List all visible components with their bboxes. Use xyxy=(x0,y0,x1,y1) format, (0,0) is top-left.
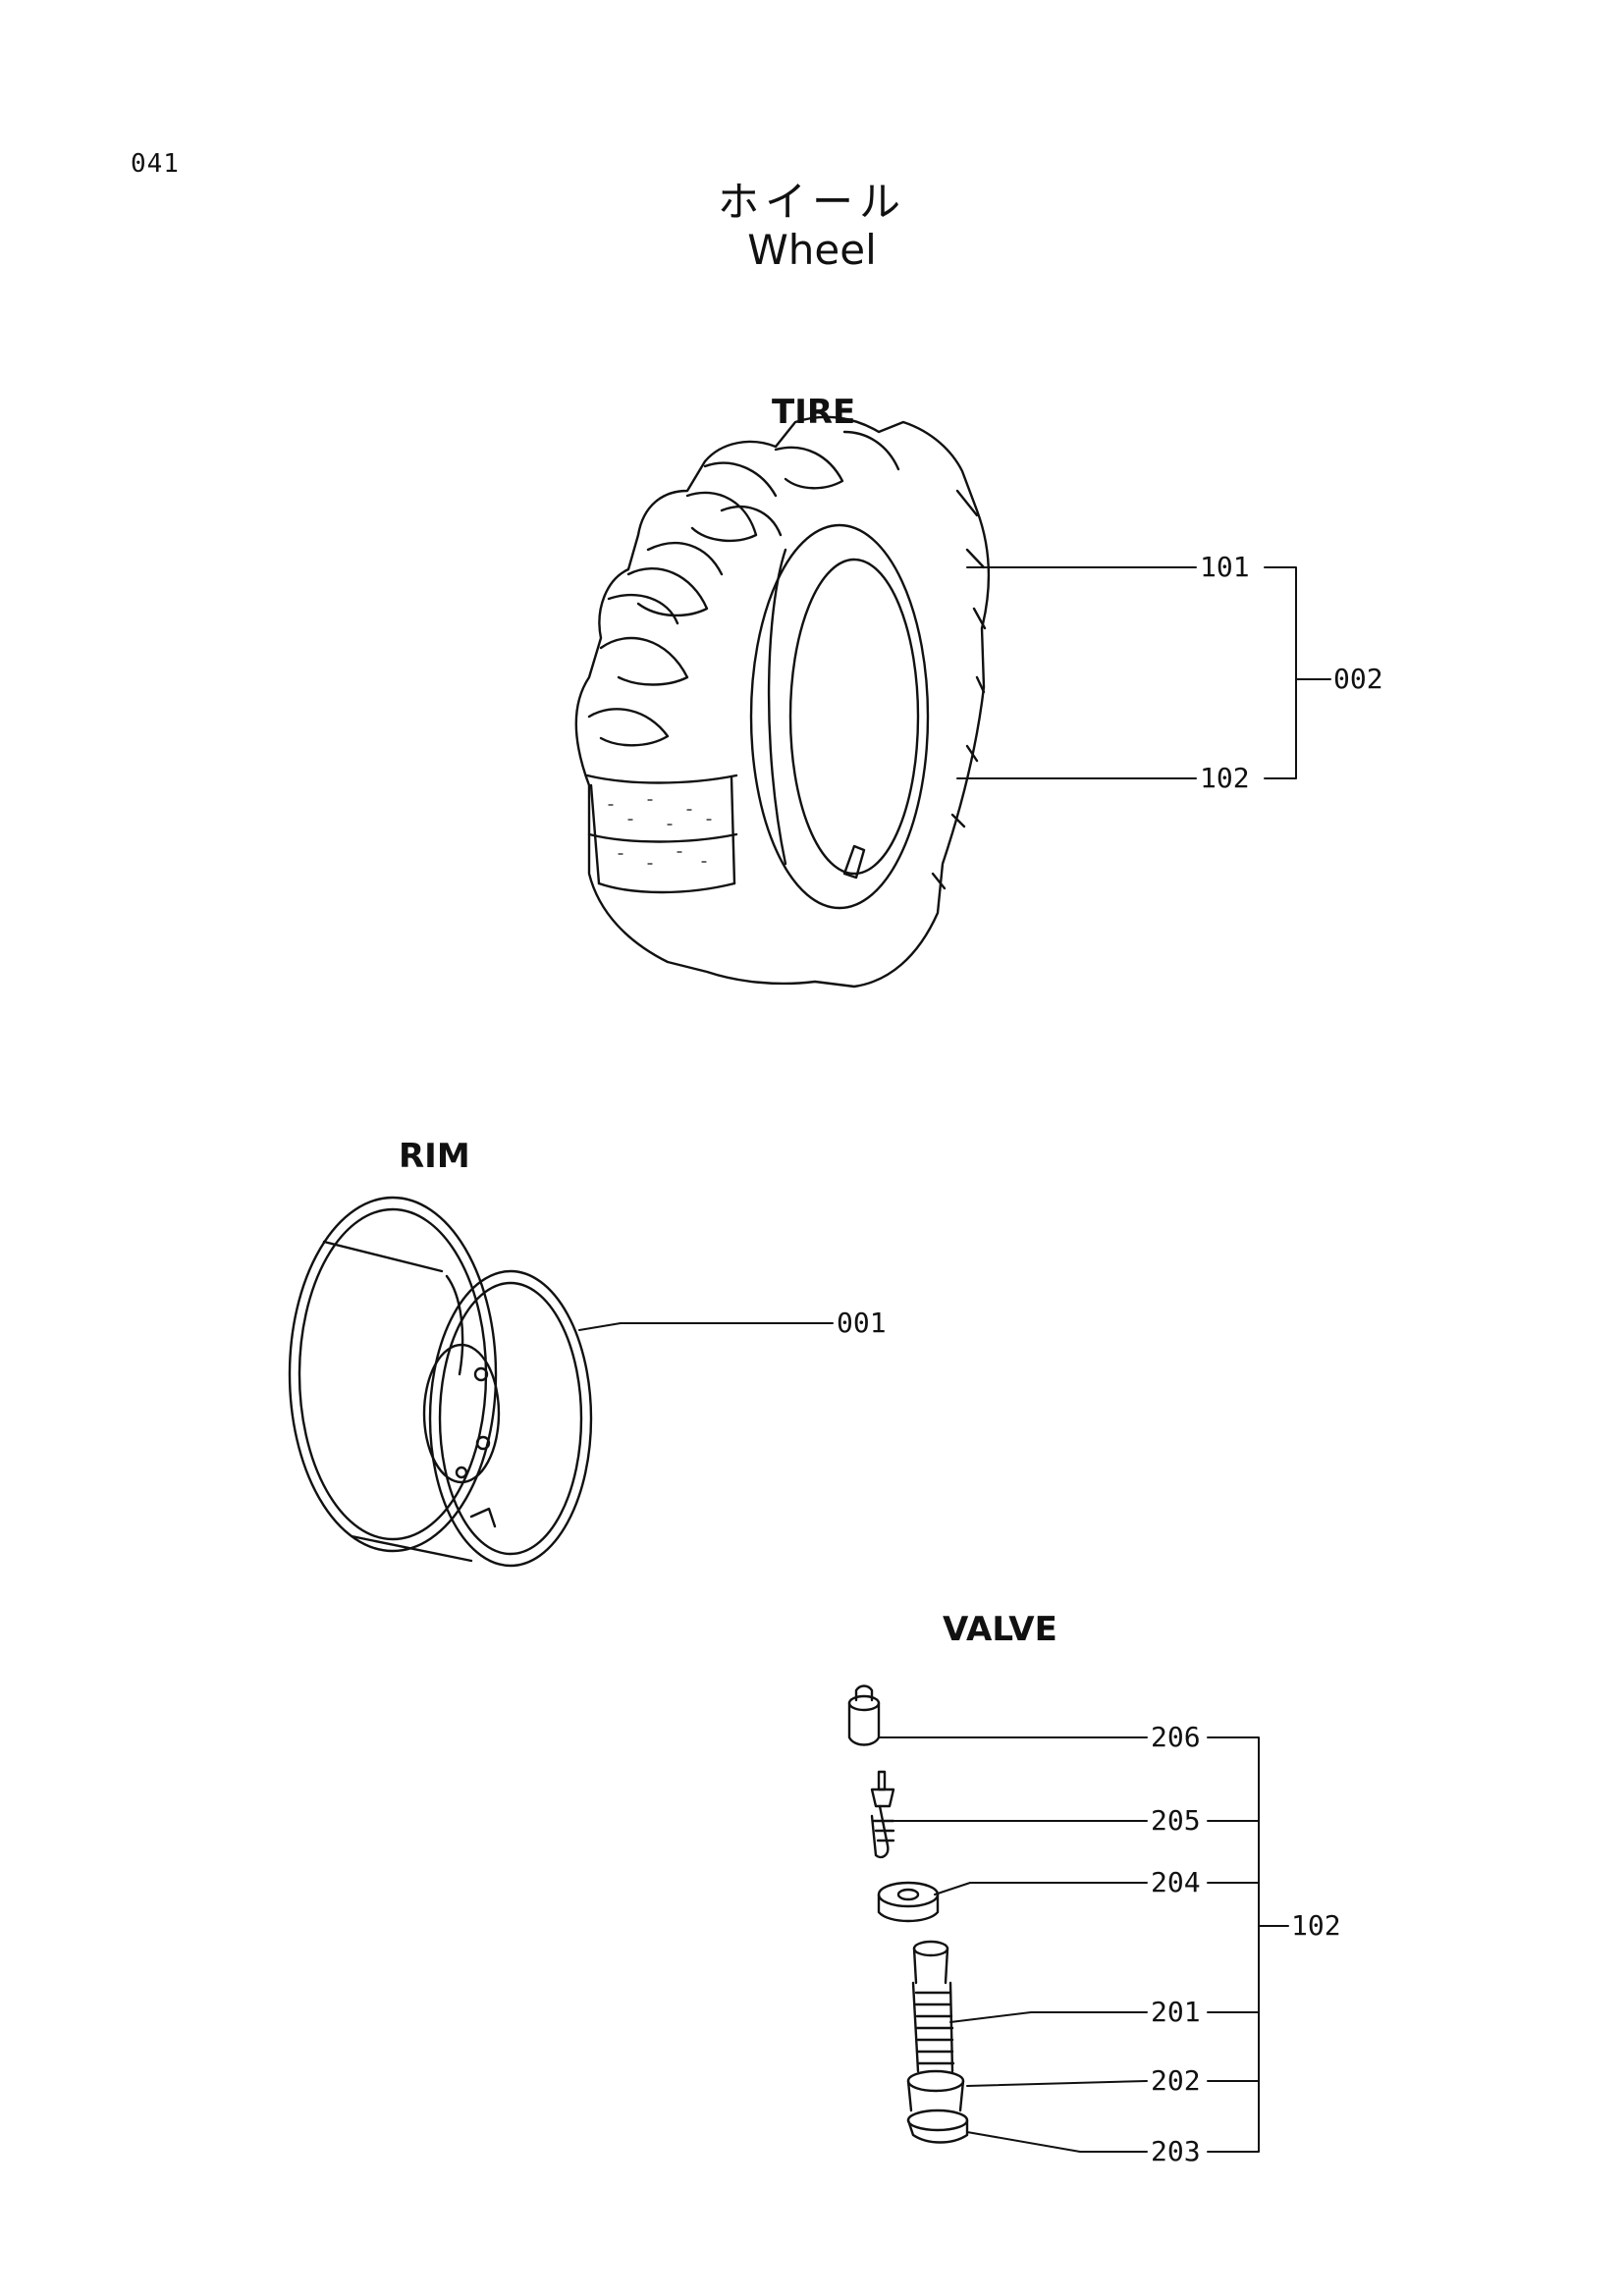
valve-stem xyxy=(906,1940,969,2144)
section-label-rim: RIM xyxy=(399,1137,470,1176)
valve-core xyxy=(870,1770,895,1859)
tire-illustration xyxy=(574,415,991,988)
callout-201: 201 xyxy=(1151,1996,1201,2028)
valve-cap xyxy=(847,1684,881,1746)
callout-206: 206 xyxy=(1151,1721,1201,1753)
callout-205: 205 xyxy=(1151,1804,1201,1837)
section-label-valve: VALVE xyxy=(943,1610,1057,1649)
section-label-tire: TIRE xyxy=(772,393,856,432)
rim-illustration xyxy=(288,1196,593,1568)
callout-102: 102 xyxy=(1200,762,1250,794)
page-title-japanese: ホイール xyxy=(717,178,906,226)
callout-202: 202 xyxy=(1151,2064,1201,2097)
callout-204: 204 xyxy=(1151,1866,1201,1898)
callout-002: 002 xyxy=(1333,663,1383,695)
valve-nut xyxy=(877,1881,940,1923)
callout-102-valve: 102 xyxy=(1291,1909,1341,1942)
leader-lines xyxy=(578,566,1331,2153)
callout-203: 203 xyxy=(1151,2135,1201,2167)
page-number: 041 xyxy=(131,149,180,179)
page-title: Wheel xyxy=(747,226,877,274)
callout-101: 101 xyxy=(1200,551,1250,583)
callout-001: 001 xyxy=(837,1307,887,1339)
